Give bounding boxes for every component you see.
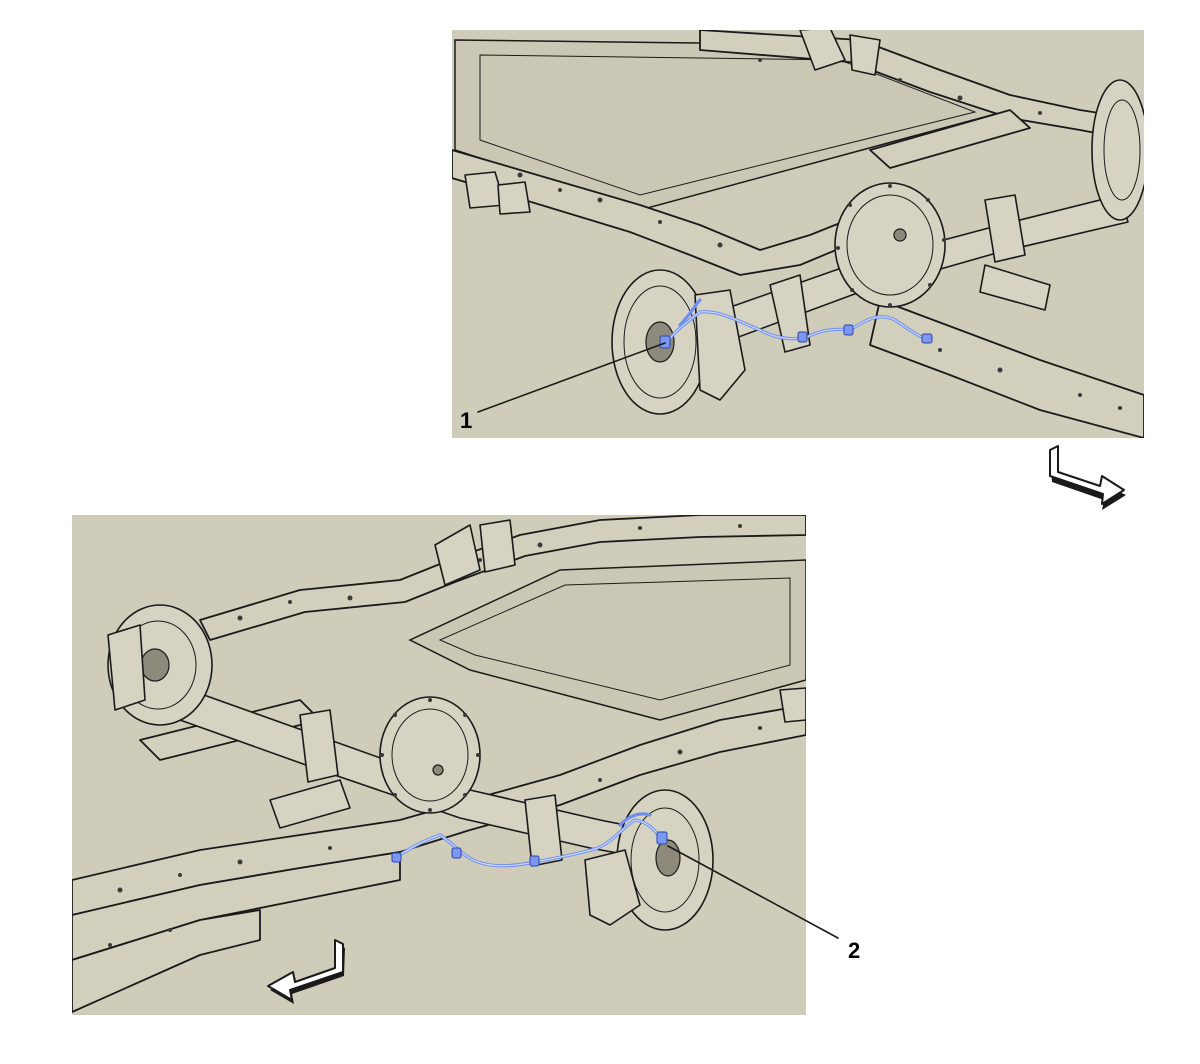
lower-frame-holes bbox=[108, 524, 762, 947]
lower-view: 2 bbox=[72, 515, 860, 1015]
upper-pinion-yoke bbox=[979, 264, 1051, 311]
upper-wheel-speed-sensor-harness bbox=[659, 298, 933, 349]
upper-brake-rotor-right bbox=[1091, 79, 1144, 221]
upper-wheel-speed-sensor bbox=[659, 335, 671, 349]
callout-1: 1 bbox=[460, 342, 666, 433]
callout-1-label: 1 bbox=[460, 408, 472, 433]
lower-spring-hanger-front bbox=[434, 524, 481, 586]
upper-view: 1 bbox=[452, 30, 1144, 510]
callout-2-leader-line bbox=[667, 845, 839, 939]
lower-wheel-speed-sensor bbox=[656, 831, 668, 845]
upper-spring-hanger-front bbox=[799, 30, 846, 71]
lower-bump-stop-right bbox=[779, 687, 806, 723]
lower-diff-cover-bolts bbox=[380, 698, 480, 812]
lower-frame-rail-far bbox=[199, 515, 806, 641]
callout-1-leader-line bbox=[477, 342, 666, 413]
lower-spring-hanger-rear bbox=[479, 519, 516, 573]
upper-spring-seat-right bbox=[984, 194, 1026, 263]
upper-frame-rail-rear bbox=[869, 299, 1144, 438]
lower-brake-caliper-left bbox=[107, 624, 146, 711]
callout-2-label: 2 bbox=[848, 938, 860, 963]
upper-diff-cover-bolts bbox=[836, 184, 946, 307]
upper-bump-stop-left-2 bbox=[497, 181, 531, 215]
lower-brake-caliper-right bbox=[584, 849, 641, 926]
lower-floor-panel bbox=[408, 559, 806, 721]
lower-direction-arrow bbox=[267, 939, 345, 1004]
lower-spring-seat-left bbox=[299, 709, 339, 783]
upper-spring-hanger-rear bbox=[849, 34, 881, 76]
callout-2: 2 bbox=[667, 845, 860, 963]
lower-pinion-yoke bbox=[269, 779, 351, 829]
upper-crossmember bbox=[869, 109, 1031, 169]
lower-spring-seat-right bbox=[524, 794, 563, 867]
lower-wheel-speed-sensor-harness bbox=[391, 812, 668, 868]
upper-direction-arrow bbox=[1049, 445, 1126, 510]
